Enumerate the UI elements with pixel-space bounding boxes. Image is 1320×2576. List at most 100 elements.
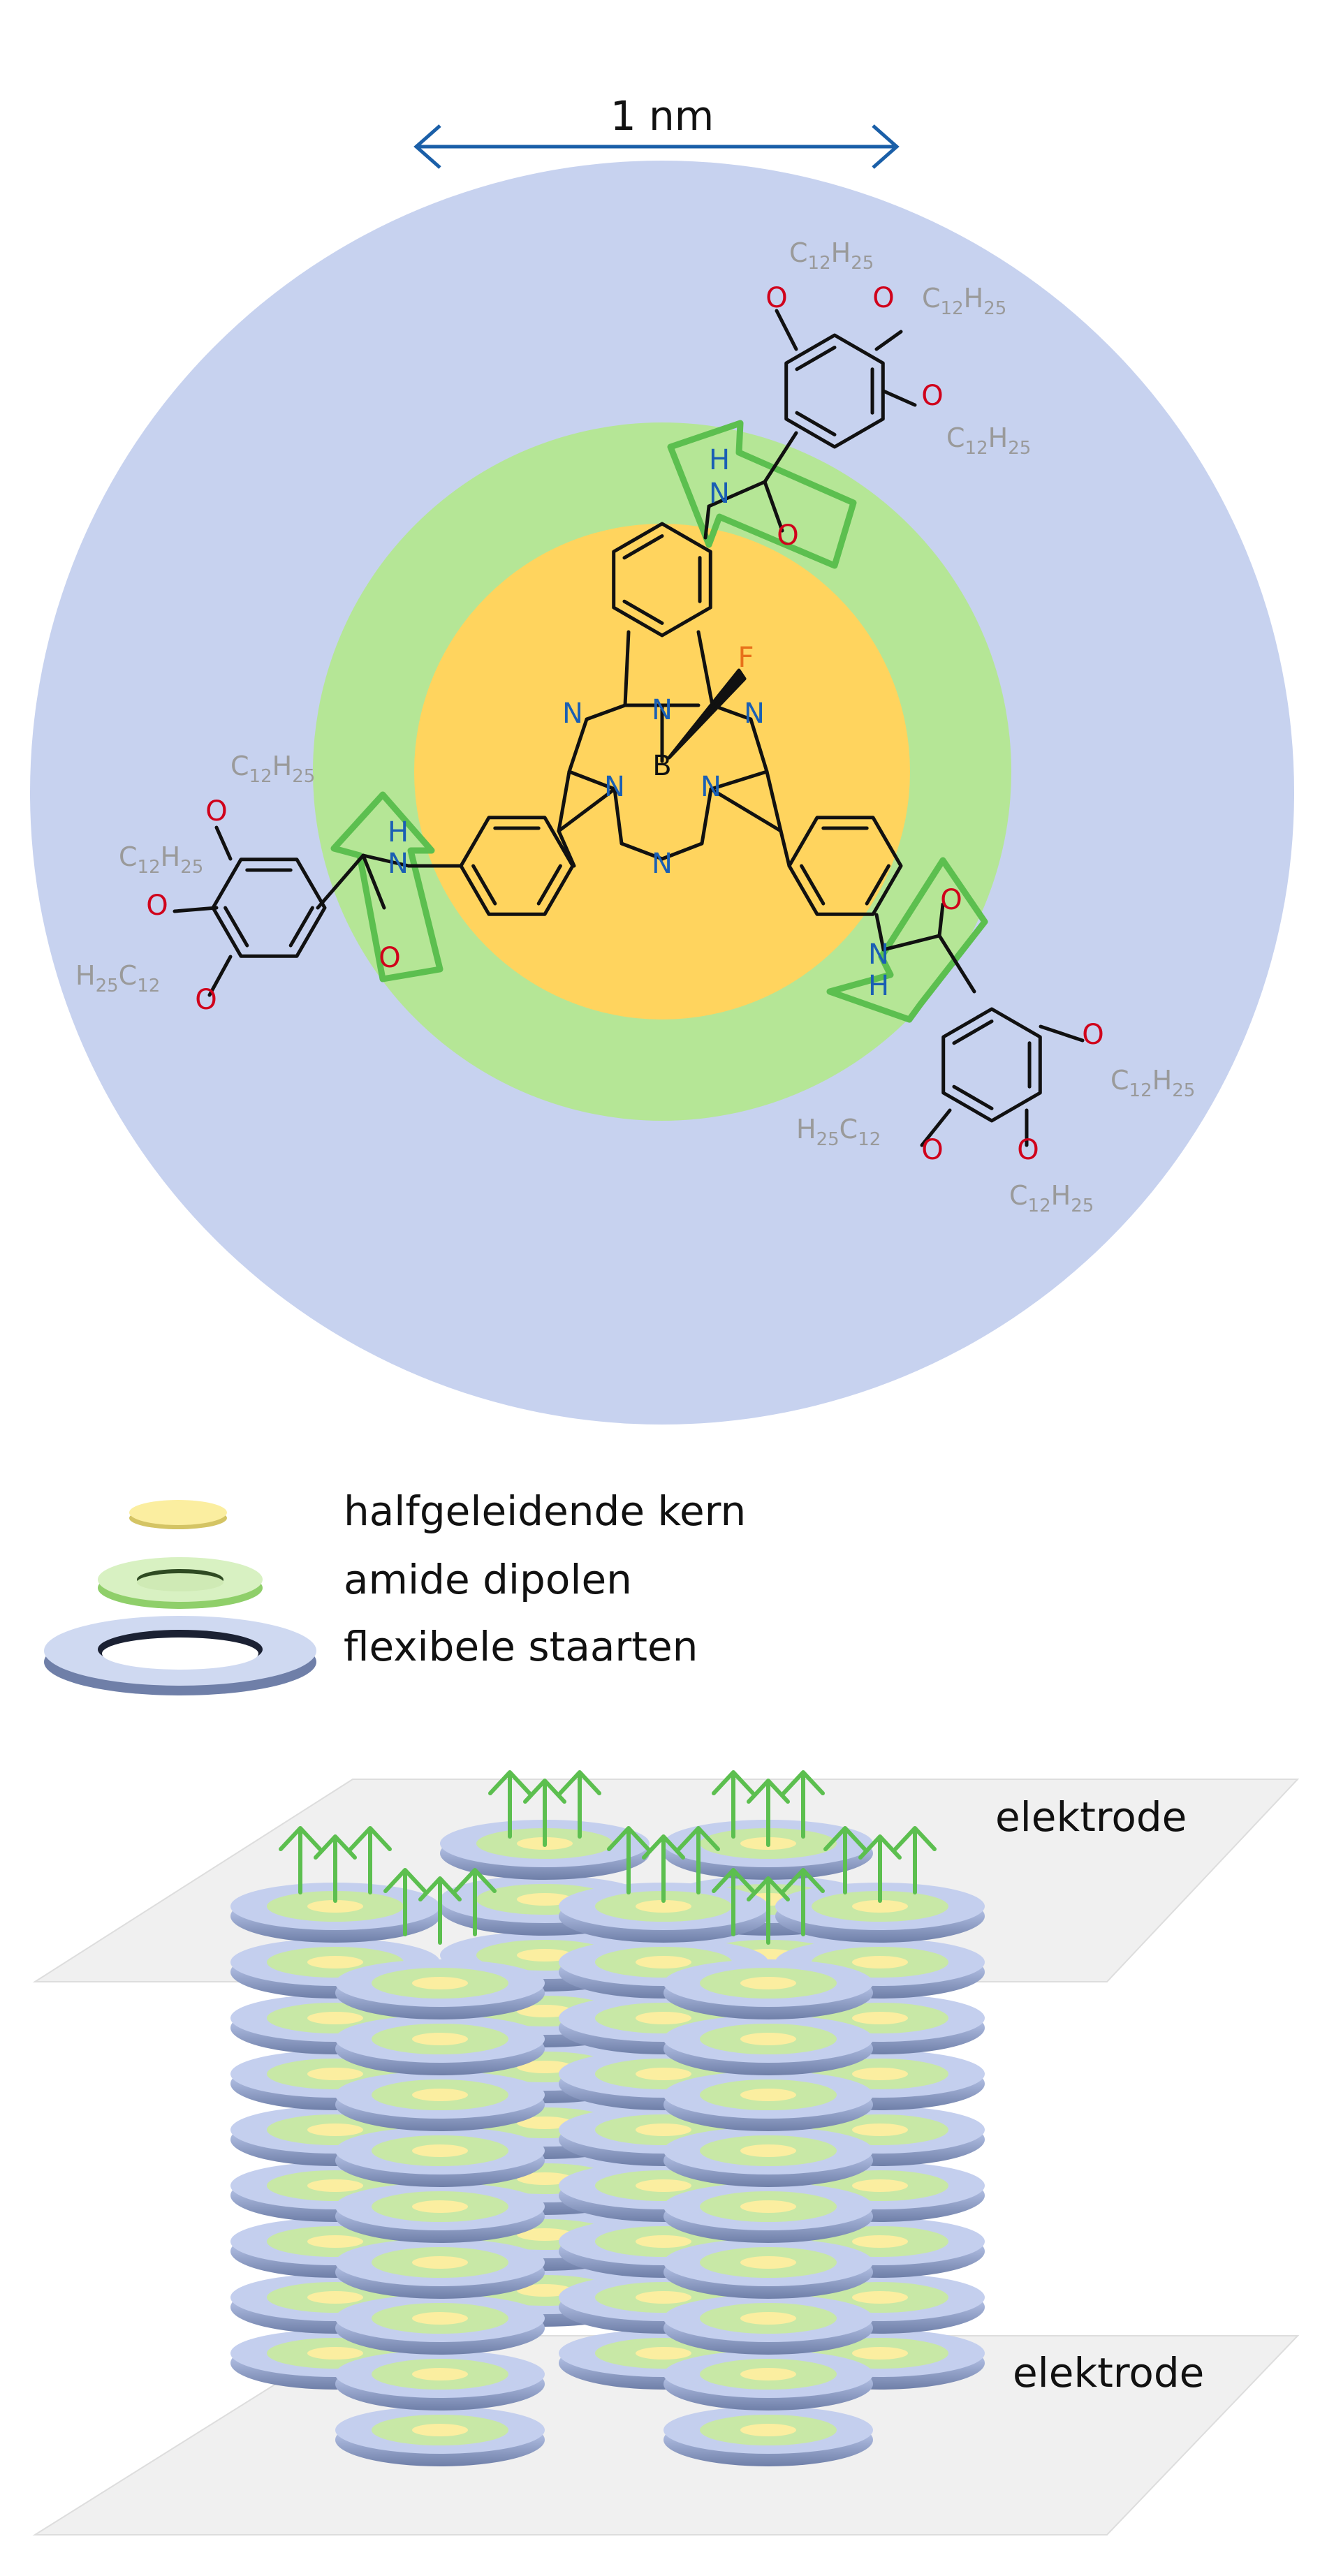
dipole-arrow-2 (558, 1770, 601, 1839)
amide-bond (881, 934, 941, 952)
amide-bond (874, 913, 886, 952)
ether-bond (874, 330, 903, 351)
double-bond (622, 599, 664, 625)
atom-nitrogen-amide-top: N (709, 478, 730, 510)
ether-bond (1039, 1024, 1085, 1043)
stack-disc-59 (663, 2127, 873, 2187)
dipole-arrow-6 (279, 1826, 322, 1894)
core-bond (749, 717, 769, 774)
double-bond (795, 411, 837, 436)
core-bond (700, 787, 713, 846)
atom-oxygen-ether-6: O (1082, 1019, 1103, 1051)
amide-bond (763, 480, 784, 533)
core-bond (567, 717, 589, 774)
dipole-arrow-14 (893, 1826, 937, 1894)
double-bond (536, 864, 562, 906)
double-bond (952, 1020, 994, 1045)
dipole-arrow-5 (782, 1770, 825, 1839)
atom-oxygen-ether-1: O (872, 282, 894, 314)
stack-disc-58 (663, 2183, 873, 2243)
alkyl-chain-top-1: C12H25 (789, 237, 874, 274)
stack-disc-62 (663, 1959, 873, 2019)
alkyl-chain-right-2: C12H25 (1009, 1180, 1094, 1216)
core-bond (765, 770, 783, 833)
atom-nitrogen-1: N (604, 771, 625, 803)
amide-bond (361, 853, 411, 868)
legend-dipoles-icon (98, 1557, 263, 1609)
stack-disc-45 (335, 2406, 545, 2466)
atom-nitrogen-3: N (562, 698, 583, 730)
stack-disc-48 (335, 2239, 545, 2299)
benzo-ring-top (612, 522, 712, 638)
legend-tails-icon (44, 1616, 316, 1695)
double-bond (800, 864, 826, 906)
stack-disc-26 (230, 1883, 440, 1943)
core-bond (709, 770, 769, 791)
dipole-arrow-4 (747, 1779, 790, 1847)
double-bond (865, 864, 890, 906)
core-bond (557, 829, 576, 868)
atom-hydrogen-amide-left: H (388, 816, 409, 848)
stack-disc-50 (335, 2127, 545, 2187)
atom-oxygen-ether-5: O (195, 984, 217, 1016)
aryl-ring-top (784, 333, 885, 449)
boron-fluorine-wedge (667, 668, 747, 760)
dipole-arrow-17 (453, 1868, 497, 1936)
stack-disc-46 (335, 2350, 545, 2411)
stack-disc-60 (663, 2071, 873, 2131)
atom-nitrogen-2: N (701, 771, 721, 803)
stack-disc-61 (663, 2015, 873, 2075)
dipole-arrow-15 (383, 1868, 427, 1936)
alkyl-chain-right-3: H25C12 (796, 1114, 881, 1150)
atom-hydrogen-amide-top: H (709, 444, 730, 476)
atom-oxygen-ether-7: O (1017, 1134, 1039, 1166)
dipole-arrow-10 (642, 1834, 685, 1903)
dipole-arrow-1 (523, 1779, 566, 1847)
double-bond (952, 1084, 994, 1110)
alkyl-chain-right-1: C12H25 (1110, 1065, 1195, 1101)
ether-bond (920, 1108, 952, 1147)
atom-oxygen-amide-right: O (940, 884, 962, 916)
ether-bond (214, 825, 233, 861)
atom-nitrogen-amide-left: N (388, 848, 409, 880)
dipole-arrow-16 (418, 1876, 462, 1945)
alkyl-chain-left-1: C12H25 (230, 751, 315, 787)
alkyl-chain-left-3: H25C12 (75, 960, 160, 996)
dipole-arrow-12 (823, 1826, 867, 1894)
dipole-arrows (330, 420, 988, 1023)
alkyl-chain-left-2: C12H25 (119, 841, 203, 878)
stack-disc-49 (335, 2183, 545, 2243)
scale-bar: 1 nm (413, 92, 900, 169)
stack-disc-56 (663, 2295, 873, 2355)
stack-disc-52 (335, 2015, 545, 2075)
electrode-bottom-label: elektrode (1013, 2349, 1204, 2397)
atom-nitrogen-5: N (652, 848, 673, 880)
core-bond (660, 841, 704, 861)
ether-bond (775, 309, 798, 351)
legend-tails-label: flexibele staarten (344, 1623, 698, 1670)
electrode-top-label: elektrode (995, 1793, 1187, 1841)
molecule-structure (173, 309, 1085, 1147)
alkyl-chain-top-3: C12H25 (946, 422, 1031, 459)
double-bond (288, 906, 314, 948)
amide-bond (937, 902, 945, 938)
core-bond (585, 703, 627, 721)
dipole-arrow-8 (349, 1826, 392, 1894)
amide-bond (763, 431, 798, 484)
disc-stack (230, 1820, 985, 2466)
ether-bond (207, 955, 233, 997)
core-bond (696, 630, 714, 707)
core-bond (623, 630, 631, 707)
amide-bond (937, 934, 976, 994)
core-bond (557, 770, 571, 833)
stack-disc-57 (663, 2239, 873, 2299)
double-bond (223, 906, 249, 948)
dipole-arrow-20 (782, 1868, 825, 1936)
stack-disc-51 (335, 2071, 545, 2131)
core-bond (567, 770, 617, 791)
stack-disc-47 (335, 2295, 545, 2355)
core-bond (613, 787, 624, 846)
aryl-ring-right (941, 1007, 1042, 1123)
alkyl-chain-top-2: C12H25 (922, 283, 1006, 319)
